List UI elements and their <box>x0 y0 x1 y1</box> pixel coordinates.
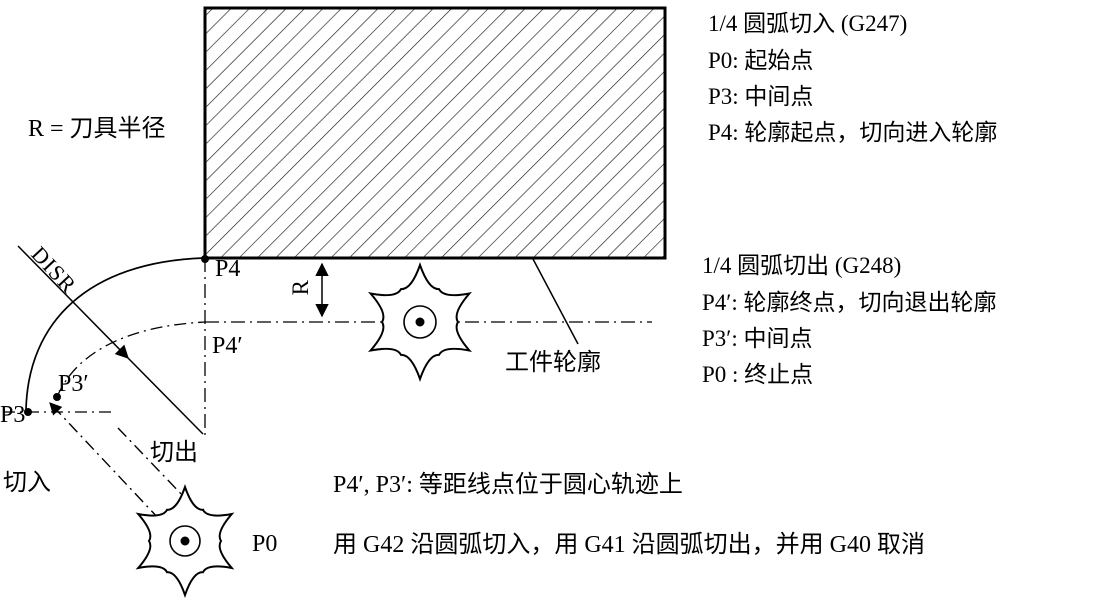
point-p4-prime-label: P4′ <box>212 333 243 359</box>
legend-g248-title: 1/4 圆弧切出 (G248) <box>702 253 902 278</box>
legend-g248-line-p3p: P3′: 中间点 <box>702 326 813 351</box>
legend-g247-line-p3: P3: 中间点 <box>708 84 814 109</box>
note-g42-g41-g40: 用 G42 沿圆弧切入，用 G41 沿圆弧切出，并用 G40 取消 <box>333 532 925 558</box>
point-p4-label: P4 <box>215 256 241 282</box>
disr-radius-line <box>17 245 129 359</box>
cut-out-label: 切出 <box>150 440 198 466</box>
legend-g248: 1/4 圆弧切出 (G248) P4′: 轮廓终点，切向退出轮廓 P3′: 中间… <box>702 248 996 393</box>
radius-definition-label: R = 刀具半径 <box>28 116 166 142</box>
workpiece-hatched-block <box>203 6 667 260</box>
legend-g247-line-p0: P0: 起始点 <box>708 48 814 73</box>
legend-g248-line-p0: P0 : 终止点 <box>702 362 814 387</box>
note-equidistant-points: P4′, P3′: 等距线点位于圆心轨迹上 <box>333 472 683 498</box>
disr-radius-line-tail <box>127 357 204 435</box>
legend-g247-title: 1/4 圆弧切入 (G247) <box>708 11 908 36</box>
point-p3-prime-dot <box>53 393 61 401</box>
cutter-p0-center-dot <box>180 536 190 546</box>
point-p3-prime-label: P3′ <box>58 371 89 397</box>
point-p3-label: P3 <box>0 402 26 428</box>
contour-leader-line <box>532 258 579 345</box>
approach-arc <box>25 257 205 411</box>
cut-in-label: 切入 <box>3 470 51 496</box>
r-dimension-label: R <box>288 279 314 296</box>
cutter-right-center-dot <box>415 317 425 327</box>
legend-g248-line-p4p: P4′: 轮廓终点，切向退出轮廓 <box>702 290 997 315</box>
cutter-right-hub <box>403 305 437 339</box>
legend-g247: 1/4 圆弧切入 (G247) P0: 起始点 P3: 中间点 P4: 轮廓起点… <box>708 6 997 151</box>
point-p3-dot <box>24 408 32 416</box>
point-p0-label: P0 <box>252 531 278 557</box>
point-p4-dot <box>201 255 209 263</box>
workpiece-contour-label: 工件轮廓 <box>505 350 601 376</box>
tool-center-track-arc <box>56 321 206 398</box>
cutter-p0-hub <box>169 525 201 557</box>
legend-g247-line-p4: P4: 轮廓起点，切向进入轮廓 <box>708 120 998 145</box>
